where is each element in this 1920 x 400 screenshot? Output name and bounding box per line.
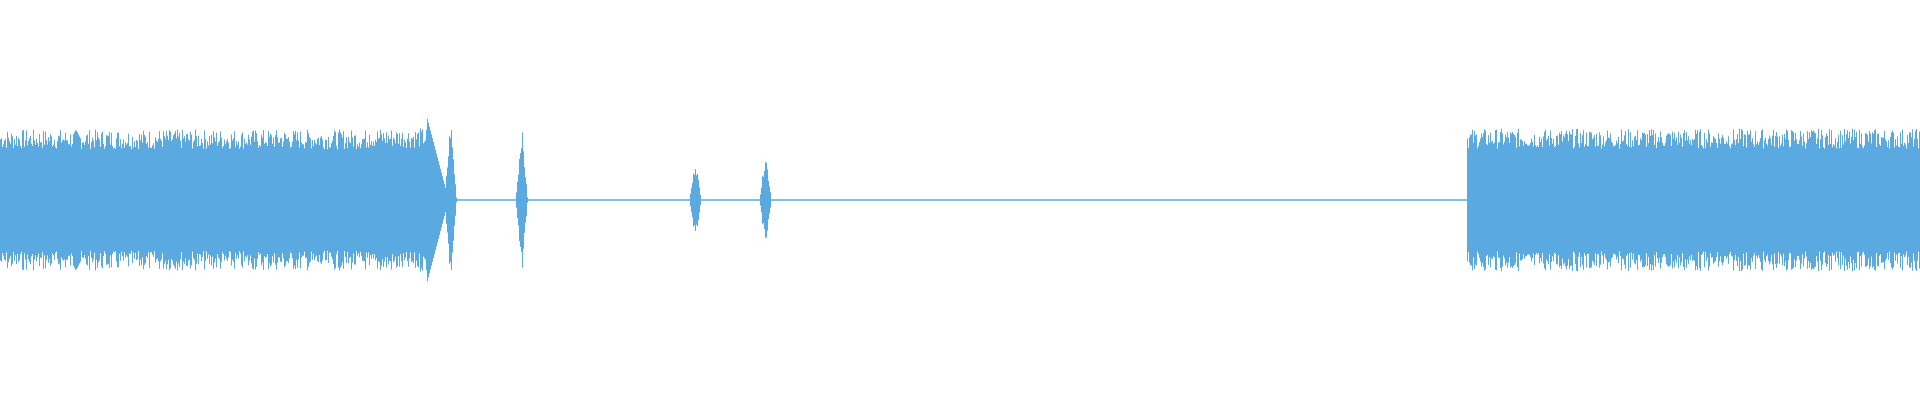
waveform-bars bbox=[0, 118, 1920, 282]
waveform-amplitude-path bbox=[0, 118, 1920, 282]
